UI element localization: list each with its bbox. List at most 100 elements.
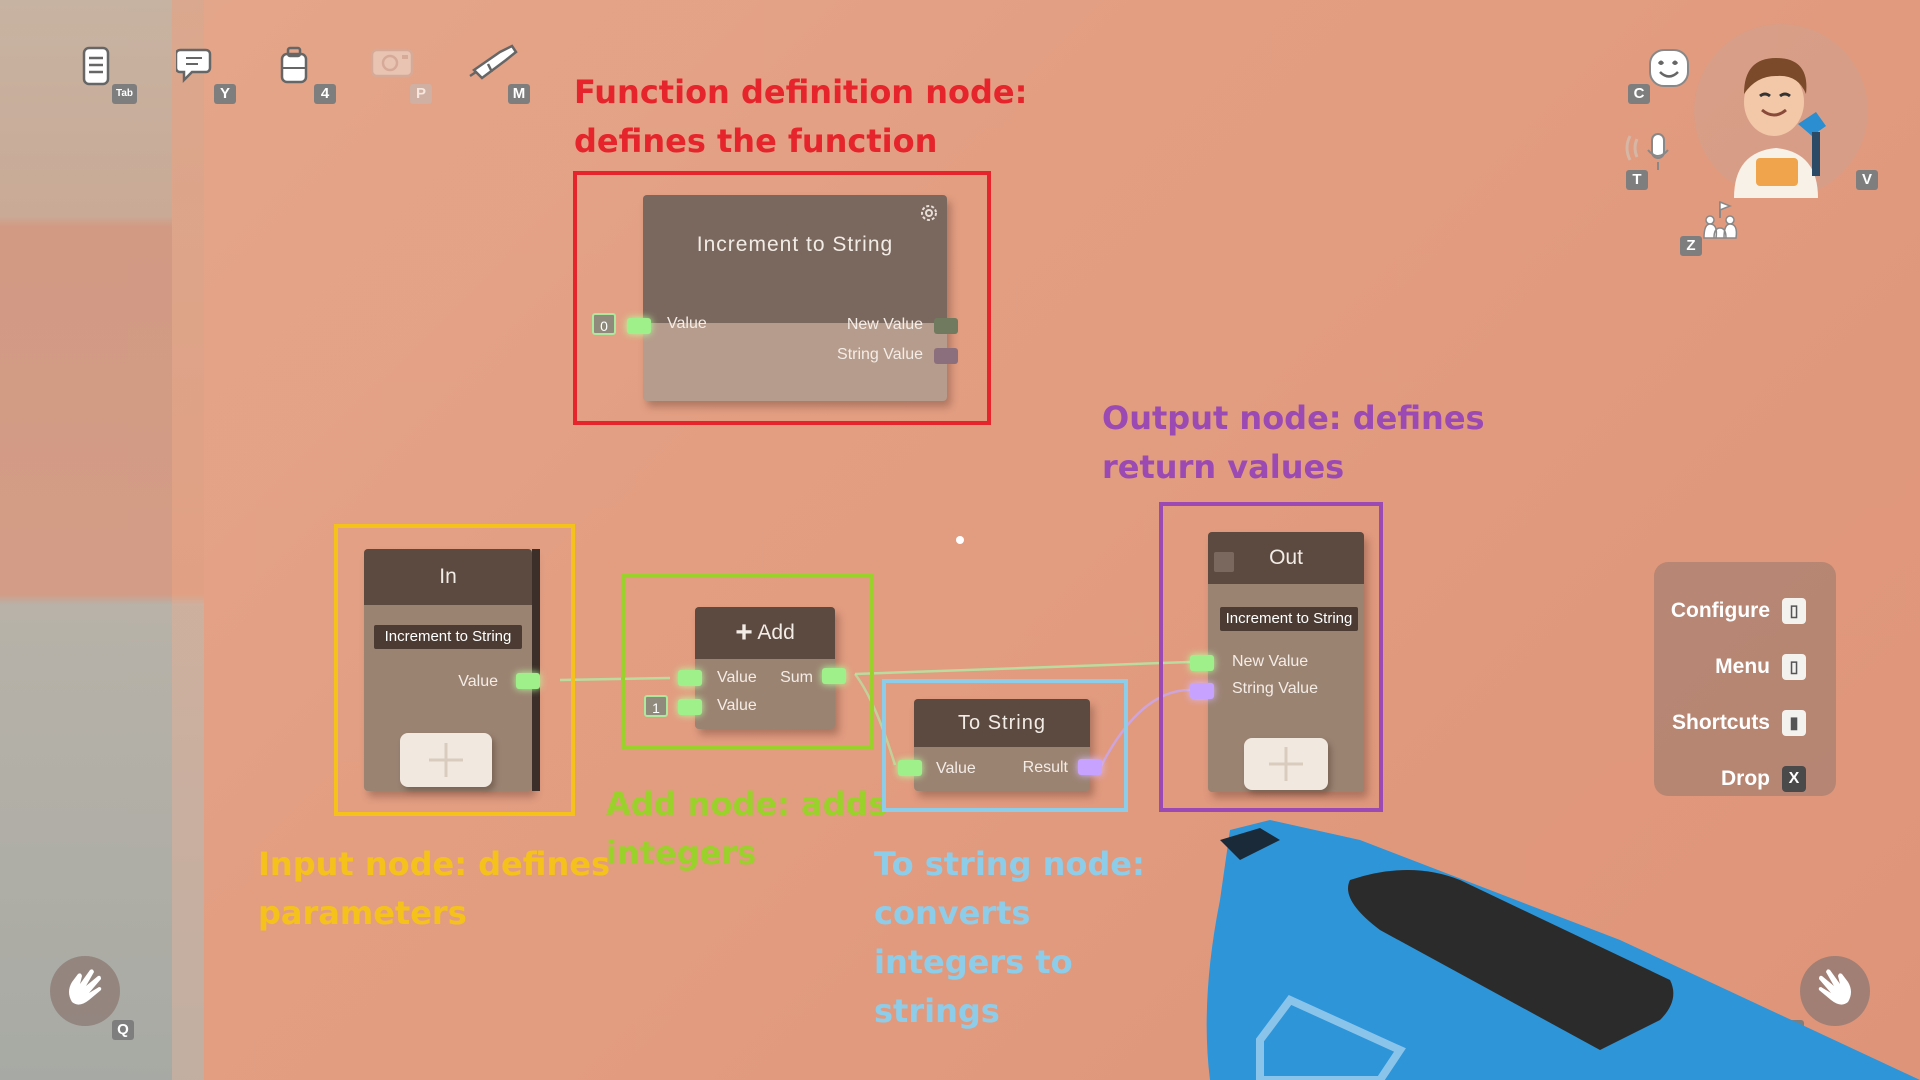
key-badge: 4 <box>314 84 336 104</box>
input-port-value[interactable] <box>678 670 702 686</box>
key-badge: Y <box>214 84 236 104</box>
port-label-value: Value <box>936 760 976 777</box>
input-port-value[interactable] <box>627 318 651 334</box>
key-badge: P <box>410 84 432 104</box>
node-pill-label: Increment to String <box>1220 607 1358 631</box>
output-node[interactable]: Out Increment to String New Value String… <box>1208 532 1364 792</box>
maker-pen-icon[interactable]: M <box>466 40 530 104</box>
input-port-string-value[interactable] <box>1190 683 1214 699</box>
input-port-value-2[interactable] <box>678 699 702 715</box>
menu-item-label: Shortcuts <box>1671 711 1770 734</box>
output-port-sum[interactable] <box>822 668 846 684</box>
port-label-value-2: Value <box>717 697 757 714</box>
menu-item-label: Menu <box>1715 655 1770 678</box>
chat-bubbles-icon[interactable]: Y <box>176 44 236 104</box>
node-pill-label: Increment to String <box>374 625 522 649</box>
menu-item-menu[interactable]: Menu ▯ <box>1715 652 1806 682</box>
node-title: In <box>364 549 532 605</box>
value-input-field[interactable]: 0 <box>592 313 616 335</box>
port-label-result: Result <box>1022 759 1068 776</box>
output-port-string-value[interactable] <box>934 348 958 364</box>
camera-icon[interactable]: P <box>370 44 432 104</box>
key-badge: C <box>1628 84 1650 104</box>
annotation-line: Function definition node: <box>574 73 1028 111</box>
port-label-string-value: String Value <box>1232 680 1318 697</box>
left-wall <box>0 0 172 1080</box>
input-port-value[interactable] <box>898 760 922 776</box>
port-label-value: Value <box>717 669 757 686</box>
annotation-line: To string node: <box>874 845 1145 883</box>
tool-context-menu: Configure ▯ Menu ▯ Shortcuts ▮ Drop X <box>1654 562 1836 796</box>
port-label-new-value: New Value <box>846 316 923 333</box>
annotation-line: integers to <box>874 943 1073 981</box>
highlight-box-function-def <box>573 171 991 425</box>
output-port-value[interactable] <box>516 673 540 689</box>
node-title: Increment to String <box>643 195 947 323</box>
output-port-result[interactable] <box>1078 759 1102 775</box>
port-label-sum: Sum <box>780 669 813 686</box>
annotation-line: parameters <box>258 894 467 932</box>
highlight-box-output <box>1159 502 1383 812</box>
function-definition-node[interactable]: Increment to String Value New Value Stri… <box>643 195 947 401</box>
annotation-line: Input node: defines <box>258 845 610 883</box>
annotation-to-string: To string node: converts integers to str… <box>874 840 1145 1036</box>
annotation-function-def: Function definition node: defines the fu… <box>574 68 1027 166</box>
key-badge: T <box>1626 170 1648 190</box>
key-badge: V <box>1856 170 1878 190</box>
mouse-button-icon: ▯ <box>1782 598 1806 624</box>
annotation-input: Input node: defines parameters <box>258 840 610 938</box>
add-port-button[interactable] <box>400 733 492 787</box>
annotation-line: converts <box>874 894 1031 932</box>
menu-item-drop[interactable]: Drop X <box>1721 764 1806 794</box>
left-hand-button[interactable] <box>50 956 120 1026</box>
held-maker-pen <box>1206 820 1920 1080</box>
node-checkbox[interactable] <box>1214 552 1234 572</box>
key-badge: Tab <box>112 84 138 104</box>
menu-item-label: Drop <box>1721 767 1770 790</box>
node-title: To String <box>914 699 1090 747</box>
port-label-string-value: String Value <box>837 346 923 363</box>
microphone-icon[interactable] <box>1624 130 1674 174</box>
annotation-line: Output node: defines <box>1102 399 1485 437</box>
node-title: Add <box>757 621 795 644</box>
left-wall-edge <box>172 0 204 1080</box>
highlight-box-add <box>621 574 874 750</box>
avatar[interactable] <box>1694 24 1868 198</box>
annotation-output: Output node: defines return values <box>1102 394 1485 492</box>
list-clipboard-icon[interactable]: Tab <box>78 44 138 104</box>
input-node[interactable]: In Increment to String Value <box>364 549 532 791</box>
menu-item-shortcuts[interactable]: Shortcuts ▮ <box>1672 708 1806 738</box>
mouse-button-icon: ▯ <box>1782 654 1806 680</box>
party-flag-icon[interactable] <box>1700 198 1740 239</box>
annotation-line: integers <box>606 834 757 872</box>
backpack-icon[interactable]: 4 <box>276 44 336 104</box>
to-string-node[interactable]: To String Value Result <box>914 699 1090 791</box>
node-header: + Add <box>695 607 835 659</box>
settings-gear-icon[interactable] <box>919 203 939 223</box>
plus-icon: + <box>735 616 753 649</box>
annotation-line: return values <box>1102 448 1345 486</box>
right-hand-button[interactable] <box>1800 956 1870 1026</box>
annotation-add: Add node: adds integers <box>606 780 887 878</box>
constant-input-field[interactable]: 1 <box>644 695 668 717</box>
key-badge: X <box>1782 766 1806 792</box>
annotation-line: Add node: adds <box>606 785 888 823</box>
annotation-line: strings <box>874 992 1000 1030</box>
key-badge: M <box>508 84 530 104</box>
node-side-shadow <box>532 549 540 791</box>
add-port-button[interactable] <box>1244 738 1328 790</box>
input-port-new-value[interactable] <box>1190 655 1214 671</box>
highlight-box-to-string <box>882 679 1128 812</box>
key-badge: Z <box>1680 236 1702 256</box>
emote-icon[interactable] <box>1648 48 1689 87</box>
mouse-wheel-icon: ▮ <box>1782 710 1806 736</box>
key-badge: Q <box>112 1020 134 1040</box>
port-label-value: Value <box>458 673 498 690</box>
port-label-new-value: New Value <box>1232 653 1309 670</box>
crosshair-dot <box>956 536 964 544</box>
menu-item-configure[interactable]: Configure ▯ <box>1671 596 1806 626</box>
output-port-new-value[interactable] <box>934 318 958 334</box>
add-node[interactable]: + Add Value Sum Value <box>695 607 835 729</box>
